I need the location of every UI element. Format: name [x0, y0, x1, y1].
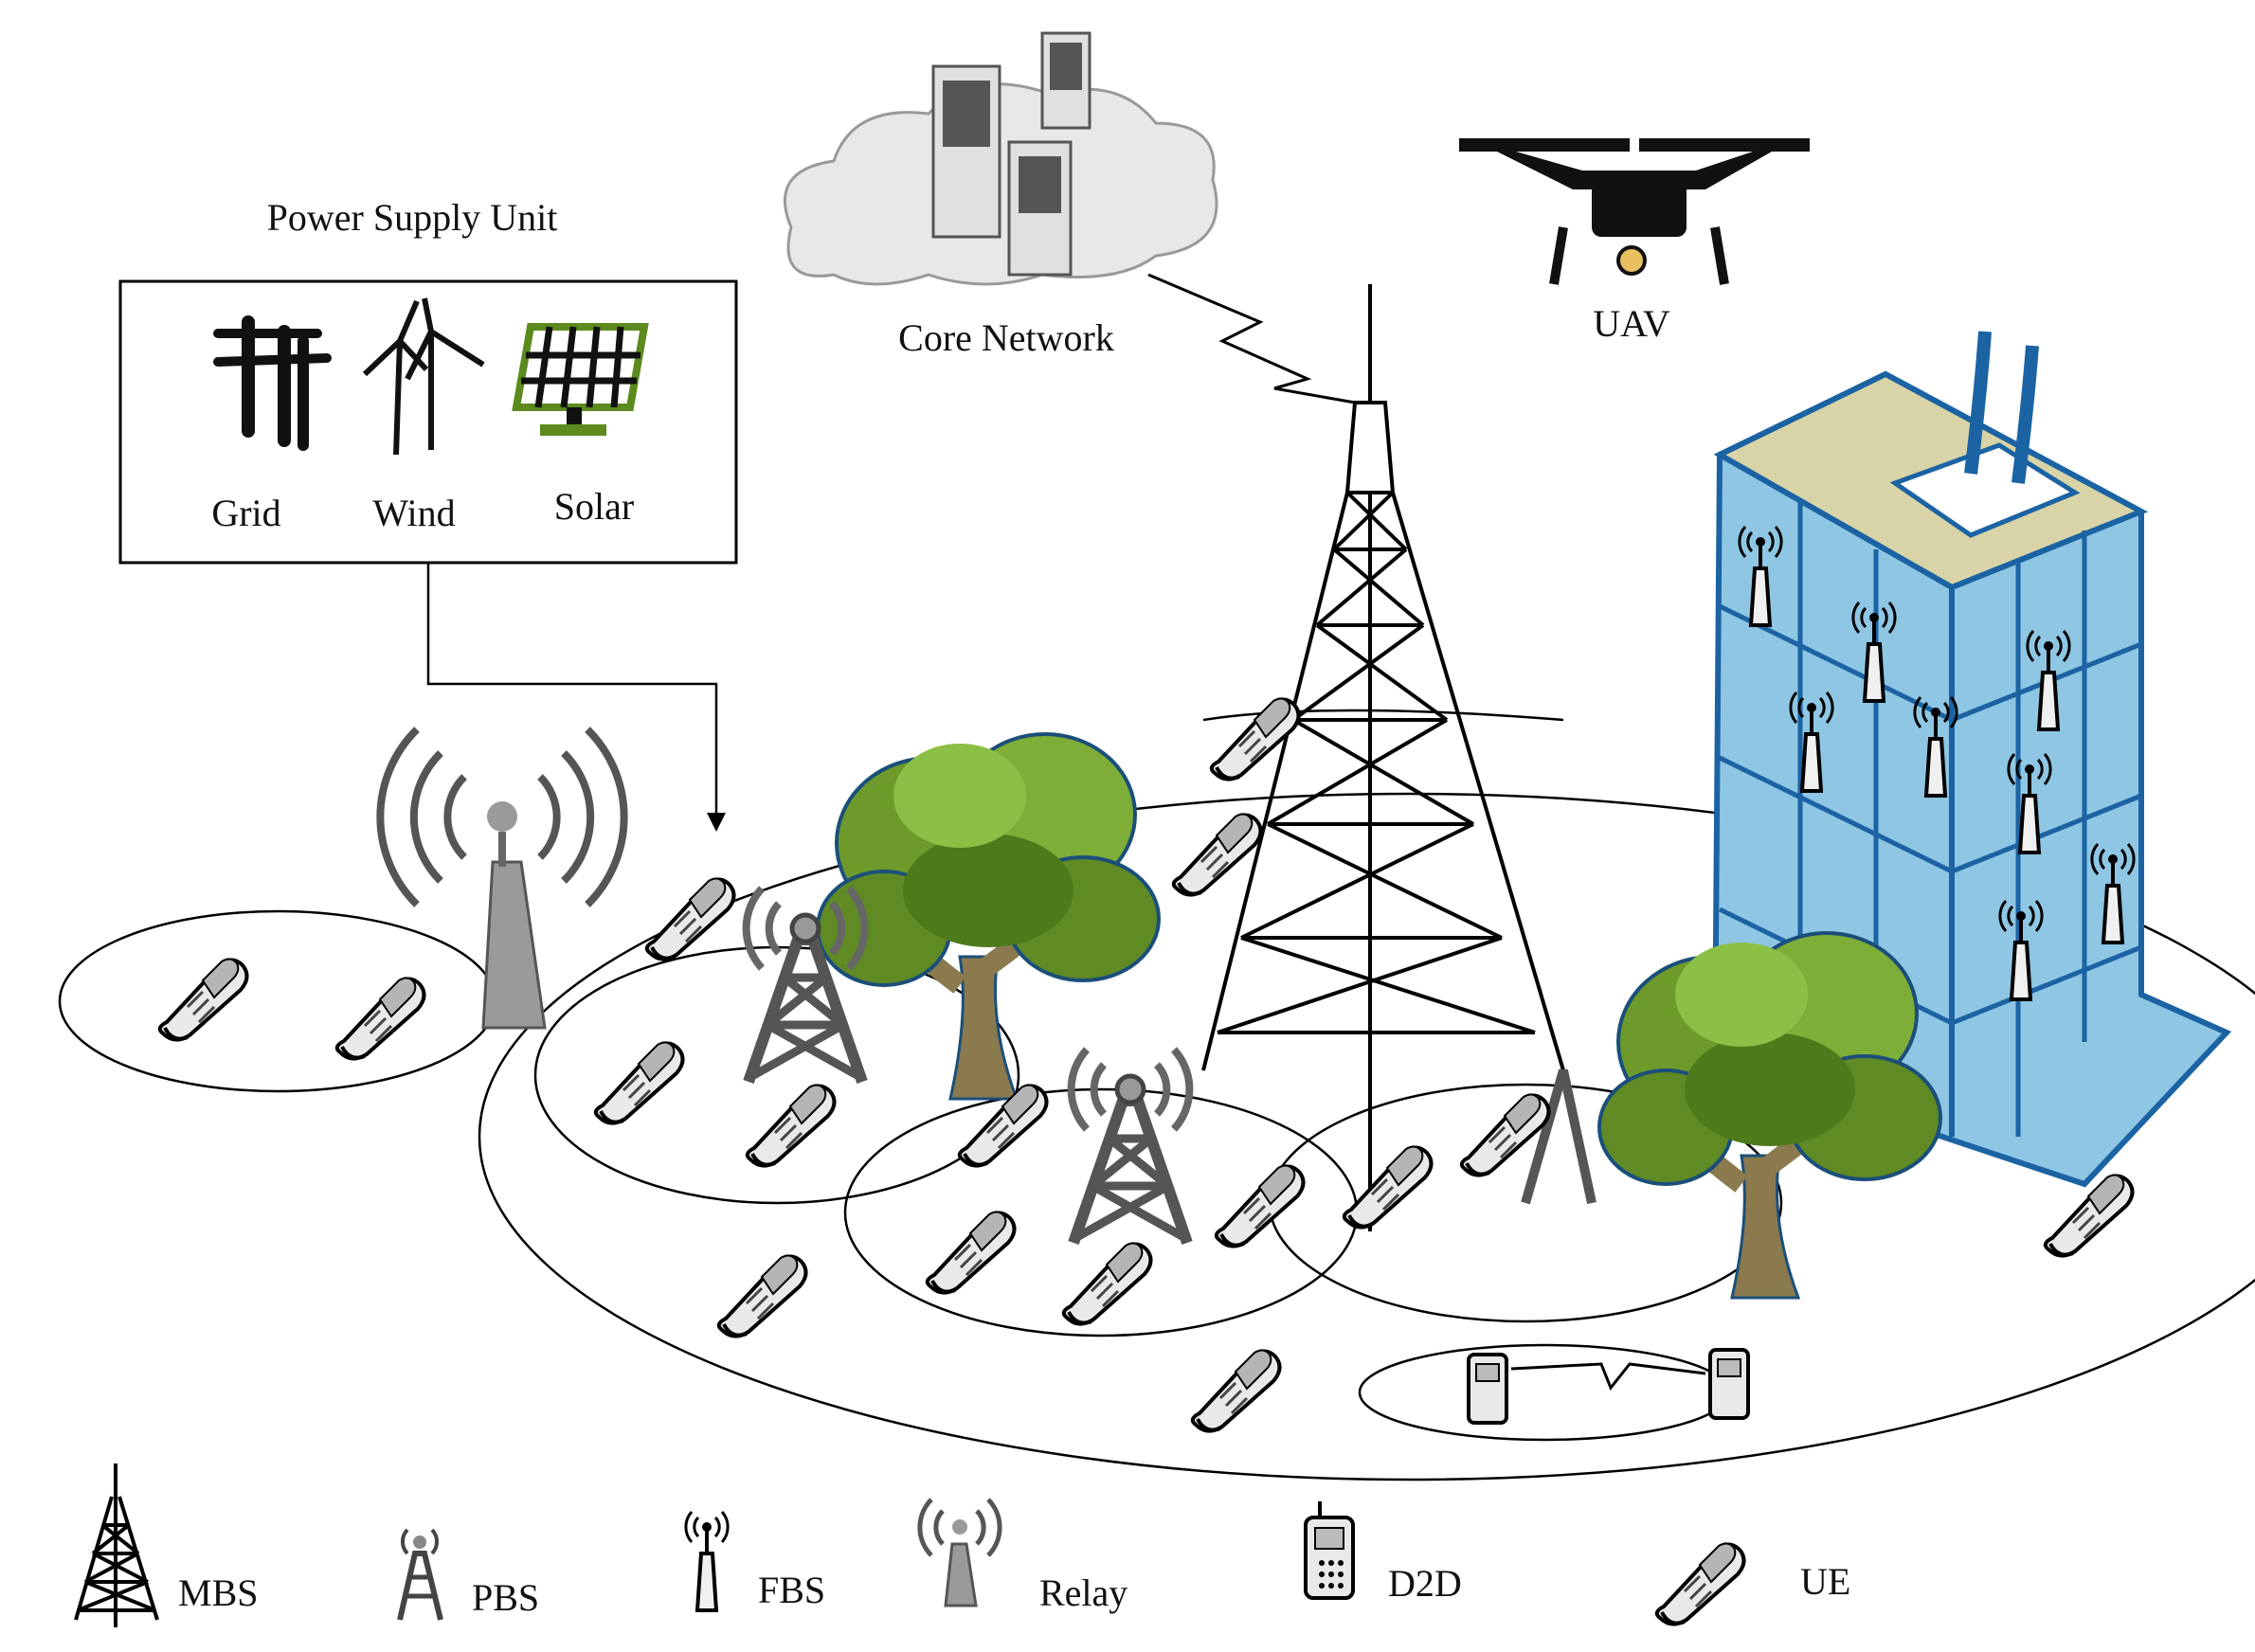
legend: MBS PBS FBS Relay D2D UE — [74, 1463, 1850, 1627]
tree-left — [818, 734, 1159, 1099]
legend-mbs-label: MBS — [178, 1571, 259, 1614]
power-feed-line — [426, 563, 718, 815]
legend-relay-label: Relay — [1039, 1571, 1128, 1614]
tree-right — [1599, 933, 1940, 1298]
pbs-tower-right — [1521, 1068, 1597, 1205]
femto-antenna-icon — [683, 1510, 731, 1612]
d2d-pair — [1467, 1348, 1750, 1425]
pico-tower-icon — [397, 1528, 443, 1621]
power-supply-title: Power Supply Unit — [267, 196, 558, 239]
coverage-areas — [58, 709, 2255, 1481]
relay-antenna-icon — [917, 1498, 1002, 1607]
legend-fbs-label: FBS — [758, 1569, 825, 1611]
power-grid-icon — [213, 315, 332, 451]
relay-station — [376, 727, 628, 1030]
grid-label: Grid — [211, 492, 280, 534]
server-cloud-icon — [783, 31, 1218, 286]
d2d-area-ellipse — [1358, 1343, 1731, 1442]
pbs-tower-center — [1072, 1050, 1190, 1243]
legend-d2d-label: D2D — [1388, 1562, 1462, 1605]
macro-tower-icon — [74, 1463, 159, 1627]
solar-panel-icon — [512, 323, 649, 436]
macro-top-arc — [1202, 709, 1564, 722]
macro-cell-ellipse — [478, 792, 2255, 1481]
uav-label: UAV — [1593, 302, 1670, 345]
d2d-phone-icon — [1304, 1501, 1355, 1600]
backhaul-link — [1147, 273, 1356, 404]
relay-cell-ellipse — [58, 909, 497, 1093]
power-feed-arrow — [707, 813, 726, 832]
macro-base-station — [1201, 284, 1565, 1231]
core-network-label: Core Network — [898, 316, 1114, 359]
wind-label: Wind — [372, 492, 455, 534]
wind-turbine-icon — [362, 297, 485, 456]
legend-ue-label: UE — [1800, 1560, 1850, 1603]
legend-pbs-label: PBS — [472, 1576, 539, 1619]
solar-label: Solar — [554, 485, 634, 528]
user-equipment-icon — [1654, 1541, 1746, 1626]
drone-icon — [1459, 138, 1810, 285]
